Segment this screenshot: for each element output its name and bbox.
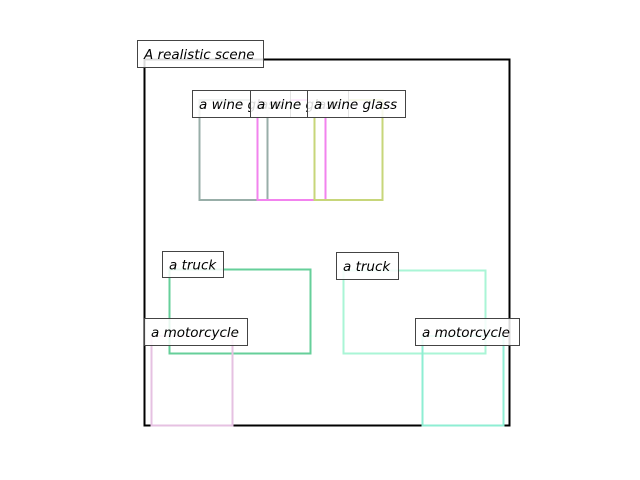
- truck-tag: a truck: [162, 251, 224, 278]
- motorcycle-box: [150, 335, 234, 427]
- truck-label: a truck: [343, 259, 391, 275]
- wine-glass-tag: a wine glass: [307, 90, 406, 118]
- scene-frame: [143, 58, 511, 427]
- motorcycle-tag: a motorcycle: [144, 318, 248, 346]
- motorcycle-label: a motorcycle: [422, 325, 510, 341]
- motorcycle-tag-box: [415, 318, 520, 346]
- truck-tag-box: [336, 252, 399, 280]
- motorcycle-label: a motorcycle: [151, 325, 239, 341]
- truck-tag-box: [162, 251, 224, 278]
- scene-title-tag: A realistic scene: [137, 40, 264, 68]
- truck-box: [342, 269, 487, 355]
- scene-title-box: [137, 40, 264, 68]
- scene-title: A realistic scene: [143, 47, 255, 63]
- motorcycle-tag-box: [144, 318, 248, 346]
- truck-label: a truck: [169, 258, 217, 274]
- motorcycle-tag: a motorcycle: [415, 318, 520, 346]
- wine-glass-label: a wine glass: [314, 97, 397, 113]
- truck-box: [168, 268, 312, 355]
- truck-tag: a truck: [336, 252, 399, 280]
- motorcycle-box: [421, 335, 505, 427]
- wine-glass-tag-box: [307, 90, 406, 118]
